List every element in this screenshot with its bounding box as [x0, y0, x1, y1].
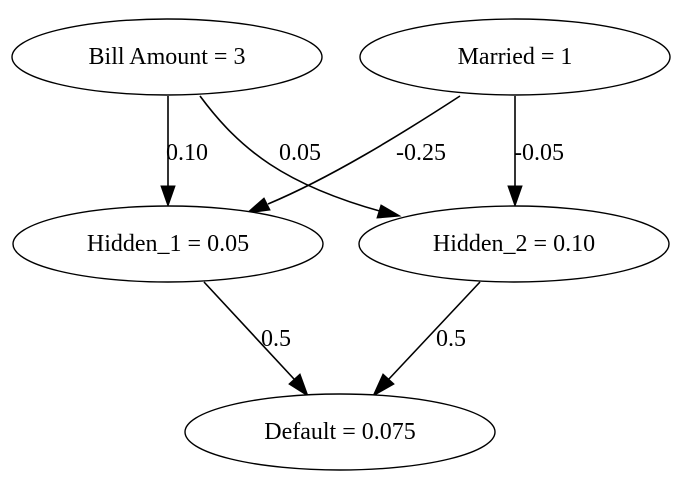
edge-bill-to-hidden2: 0.05 — [199, 95, 402, 219]
node-label-married: Married = 1 — [458, 44, 573, 70]
node-label-hidden-1: Hidden_1 = 0.05 — [87, 231, 249, 257]
node-hidden-2: Hidden_2 = 0.10 — [358, 205, 670, 283]
node-label-hidden-2: Hidden_2 = 0.10 — [433, 231, 595, 257]
edge-label-bill-to-hidden1: 0.10 — [166, 140, 208, 166]
edge-label-hidden1-to-default: 0.5 — [261, 326, 291, 352]
edge-bill-to-hidden1: 0.10 — [160, 96, 208, 208]
node-bill-amount: Bill Amount = 3 — [11, 18, 323, 96]
node-label-default: Default = 0.075 — [264, 419, 416, 445]
edge-label-hidden2-to-default: 0.5 — [436, 326, 466, 352]
node-married: Married = 1 — [359, 18, 671, 96]
edge-married-to-hidden1: -0.25 — [245, 95, 461, 214]
edge-hidden1-to-default: 0.5 — [203, 281, 309, 398]
edge-label-bill-to-hidden2: 0.05 — [279, 140, 321, 166]
edge-label-married-to-hidden1: -0.25 — [396, 140, 446, 166]
edge-hidden2-to-default: 0.5 — [371, 281, 481, 398]
edge-label-married-to-hidden2: -0.05 — [514, 140, 564, 166]
node-hidden-1: Hidden_1 = 0.05 — [12, 205, 324, 283]
node-label-bill-amount: Bill Amount = 3 — [89, 44, 246, 70]
node-default: Default = 0.075 — [184, 393, 496, 471]
edge-married-to-hidden2: -0.05 — [507, 96, 564, 208]
